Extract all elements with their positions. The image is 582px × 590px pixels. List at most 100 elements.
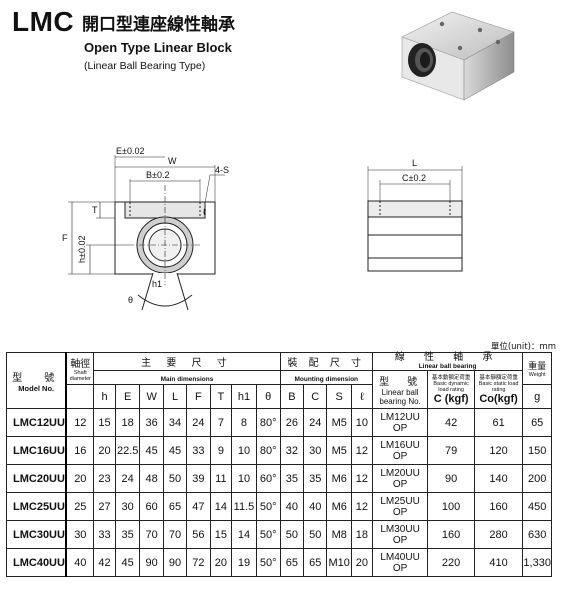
- cell-b: 40: [279, 492, 305, 521]
- dim-t-label: T: [92, 205, 98, 215]
- cell-weight: 150: [522, 436, 552, 465]
- cell-t: 14: [209, 492, 233, 521]
- cell-c: 40: [303, 492, 328, 521]
- cell-d: 16: [65, 436, 95, 465]
- cell-h1: 11.5: [231, 492, 257, 521]
- col-theta: θ: [255, 384, 281, 409]
- cell-b: 65: [279, 548, 305, 577]
- cell-weight: 450: [522, 492, 552, 521]
- col-f: F: [186, 384, 211, 409]
- header-mount-en: Mounting dimension: [279, 370, 373, 385]
- cell-s: M6: [326, 492, 353, 521]
- cell-l: 50: [162, 464, 188, 493]
- model-cell: LMC16UU: [6, 436, 68, 465]
- cell-l: 12: [351, 492, 373, 521]
- dim-small-l-label: ℓ: [203, 207, 207, 217]
- cell-weight: 1,330: [522, 548, 552, 577]
- col-e: E: [114, 384, 141, 409]
- cell-f: 33: [186, 436, 211, 465]
- cell-stat: 120: [473, 436, 524, 465]
- cell-h: 27: [93, 492, 116, 521]
- cell-f: 56: [186, 520, 211, 549]
- dim-c-label: C±0.2: [402, 173, 426, 183]
- header-weight: 重量 Weight: [522, 352, 552, 385]
- cell-bearing: LM20UU OP: [371, 464, 429, 493]
- cell-weight: 630: [522, 520, 552, 549]
- cell-f: 72: [186, 548, 211, 577]
- cell-l: 70: [162, 520, 188, 549]
- cell-l: 18: [351, 520, 373, 549]
- model-cell: LMC20UU: [6, 464, 68, 493]
- cell-h1: 8: [231, 408, 257, 437]
- product-photo: [401, 11, 515, 101]
- cell-f: 47: [186, 492, 211, 521]
- model-cell: LMC12UU: [6, 408, 68, 437]
- cell-t: 9: [209, 436, 233, 465]
- model-cell: LMC30UU: [6, 520, 68, 549]
- cell-e: 30: [114, 492, 141, 521]
- cell-h1: 10: [231, 464, 257, 493]
- cell-f: 39: [186, 464, 211, 493]
- cell-l: 90: [162, 548, 188, 577]
- cell-b: 35: [279, 464, 305, 493]
- cell-dyn: 220: [427, 548, 475, 577]
- col-s: S: [326, 384, 353, 409]
- cell-h1: 19: [231, 548, 257, 577]
- cell-h: 20: [93, 436, 116, 465]
- cell-e: 24: [114, 464, 141, 493]
- cell-h: 15: [93, 408, 116, 437]
- cell-c: 30: [303, 436, 328, 465]
- cell-h1: 14: [231, 520, 257, 549]
- cell-h: 23: [93, 464, 116, 493]
- cell-b: 26: [279, 408, 305, 437]
- cell-bearing: LM30UU OP: [371, 520, 429, 549]
- cell-s: M5: [326, 408, 353, 437]
- header-mounting: 裝 配 尺 寸: [279, 352, 373, 371]
- cell-bearing: LM12UU OP: [371, 408, 429, 437]
- cell-stat: 410: [473, 548, 524, 577]
- cell-e: 35: [114, 520, 141, 549]
- col-d: [65, 384, 95, 409]
- spec-table: 型 號 Model No. 軸徑 Shaft diameter 主 要 尺 寸 …: [6, 352, 552, 577]
- cell-w: 70: [139, 520, 164, 549]
- product-title-cjk: 開口型連座線性軸承: [82, 15, 235, 35]
- cell-c: 65: [303, 548, 328, 577]
- dim-s-label: 4-S: [215, 165, 229, 175]
- col-c: C: [303, 384, 328, 409]
- dim-b-label: B±0.2: [146, 170, 169, 180]
- dim-h1-label: h1: [152, 279, 162, 289]
- cell-d: 40: [65, 548, 95, 577]
- cell-l: 12: [351, 436, 373, 465]
- cell-l: 65: [162, 492, 188, 521]
- cell-stat: 280: [473, 520, 524, 549]
- cell-s: M8: [326, 520, 353, 549]
- dim-w-label: W: [168, 156, 177, 166]
- cell-l: 34: [162, 408, 188, 437]
- cell-w: 45: [139, 436, 164, 465]
- cell-bearing: LM16UU OP: [371, 436, 429, 465]
- cell-dyn: 90: [427, 464, 475, 493]
- col-h1: h1: [231, 384, 257, 409]
- cell-h: 42: [93, 548, 116, 577]
- product-title-en: Open Type Linear Block: [84, 40, 232, 55]
- cell-stat: 61: [473, 408, 524, 437]
- cell-l: 10: [351, 408, 373, 437]
- cell-b: 50: [279, 520, 305, 549]
- cell-w: 90: [139, 548, 164, 577]
- col-w: W: [139, 384, 164, 409]
- cell-e: 45: [114, 548, 141, 577]
- cell-h1: 10: [231, 436, 257, 465]
- col-small-l: ℓ: [351, 384, 373, 409]
- cell-l: 20: [351, 548, 373, 577]
- dim-e-label: E±0.02: [116, 146, 144, 156]
- cell-dyn: 79: [427, 436, 475, 465]
- col-h: h: [93, 384, 116, 409]
- cell-t: 11: [209, 464, 233, 493]
- cell-bearing: LM25UU OP: [371, 492, 429, 521]
- cell-theta: 50°: [255, 492, 281, 521]
- cell-c: 35: [303, 464, 328, 493]
